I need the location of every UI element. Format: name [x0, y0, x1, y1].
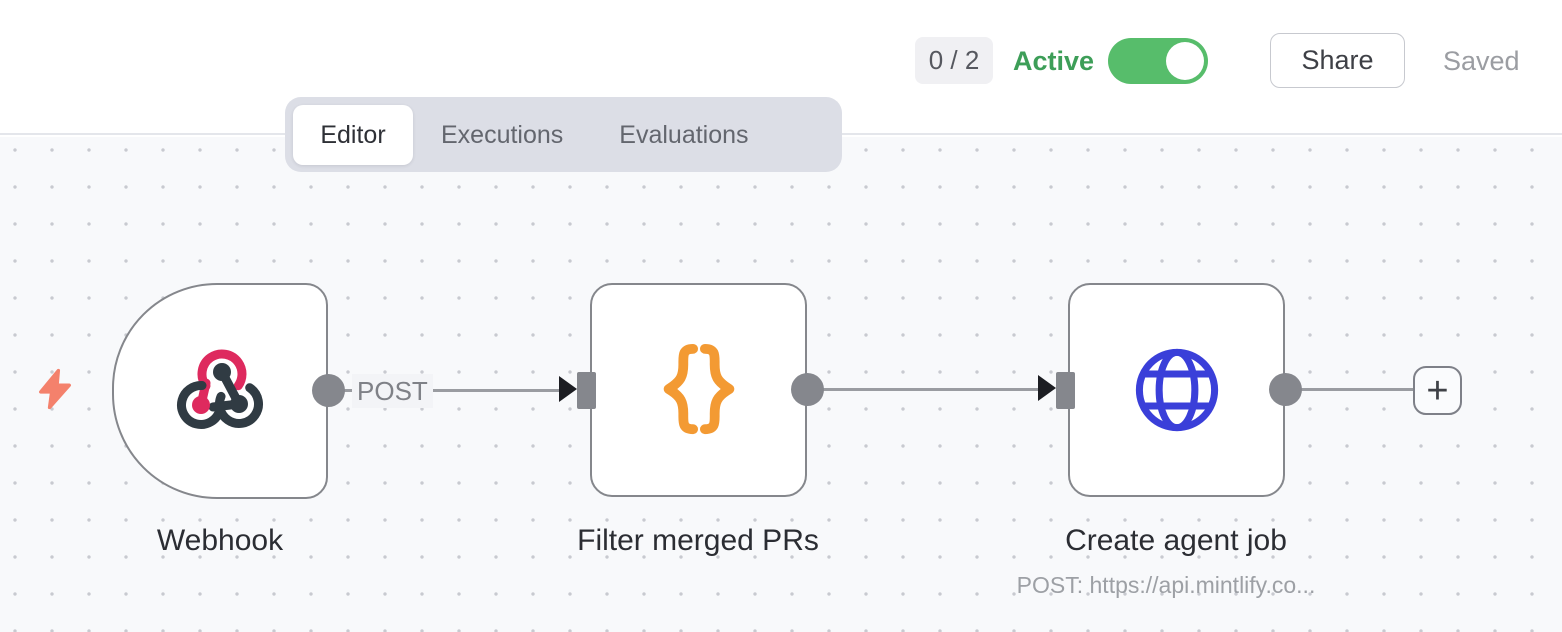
trigger-bolt-icon — [34, 364, 76, 414]
tab-evaluations[interactable]: Evaluations — [619, 120, 749, 149]
globe-icon — [1135, 348, 1218, 432]
share-button[interactable]: Share — [1270, 33, 1405, 88]
tab-executions[interactable]: Executions — [441, 120, 564, 149]
filter-output-port[interactable] — [791, 373, 824, 406]
connection-arrow-icon — [1038, 375, 1056, 401]
webhook-method-label: POST — [352, 374, 433, 408]
code-braces-icon — [663, 343, 734, 435]
connection-arrow-icon — [559, 376, 577, 402]
active-toggle[interactable] — [1108, 38, 1208, 84]
toggle-knob — [1166, 42, 1204, 80]
node-create-agent-job[interactable] — [1068, 283, 1285, 497]
node-webhook[interactable] — [112, 283, 328, 499]
view-tabs: Editor Executions Evaluations — [285, 97, 842, 172]
webhook-icon — [177, 349, 263, 429]
connection-filter-to-create[interactable] — [819, 388, 1038, 391]
connection-webhook-to-filter[interactable] — [340, 389, 562, 392]
lightning-icon — [39, 368, 71, 410]
node-label-filter: Filter merged PRs — [577, 524, 819, 557]
node-subtitle-create: POST: https://api.mintlify.co... — [1016, 572, 1316, 598]
issues-counter-badge[interactable]: 0 / 2 — [915, 37, 993, 84]
node-filter-merged-prs[interactable] — [590, 283, 807, 497]
save-status: Saved — [1443, 46, 1520, 76]
add-node-button[interactable]: + — [1413, 366, 1462, 415]
create-output-port[interactable] — [1269, 373, 1302, 406]
webhook-output-port[interactable] — [312, 374, 345, 407]
active-label: Active — [1013, 46, 1095, 76]
tab-editor[interactable]: Editor — [293, 104, 413, 165]
node-label-create: Create agent job — [1065, 524, 1287, 557]
node-label-webhook: Webhook — [156, 524, 284, 557]
connection-create-to-add[interactable] — [1297, 388, 1415, 391]
create-input-port[interactable] — [1056, 372, 1075, 409]
filter-input-port[interactable] — [577, 372, 596, 409]
